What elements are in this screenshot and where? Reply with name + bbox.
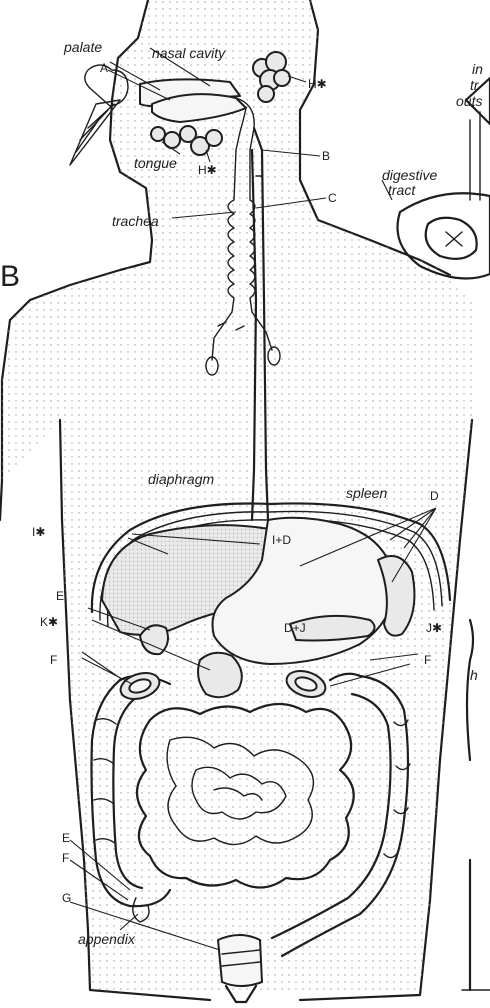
palate-label: palate xyxy=(63,39,102,55)
letter-a-label: A xyxy=(100,61,108,75)
letter-e-lower-label: E xyxy=(62,831,70,845)
letter-c-label: C xyxy=(328,191,337,205)
letter-g-label: G xyxy=(62,891,71,905)
partial-label-outs: outs xyxy=(456,93,482,109)
letter-k-label: K✱ xyxy=(40,615,58,629)
trachea-label: trachea xyxy=(112,213,159,229)
diaphragm-label: diaphragm xyxy=(148,471,214,487)
letter-id-label: I+D xyxy=(272,533,291,547)
letter-e-upper-label: E xyxy=(56,589,64,603)
letter-h-nose-label: H✱ xyxy=(308,77,327,91)
digestive-tract-label-2: tract xyxy=(388,182,416,198)
spleen-label: spleen xyxy=(346,485,387,501)
letter-d-label: D xyxy=(430,489,439,503)
nasal-cavity-label: nasal cavity xyxy=(152,45,226,61)
digestive-tract-label: digestive xyxy=(382,167,437,183)
letter-f-right-label: F xyxy=(424,653,431,667)
letter-h-mouth-label: H✱ xyxy=(198,163,217,177)
letter-dj-label: D+J xyxy=(284,621,306,635)
letter-j-label: J✱ xyxy=(426,621,442,635)
partial-label-in: in xyxy=(472,61,483,77)
letter-b-label: B xyxy=(322,149,330,163)
letter-f-left-label: F xyxy=(50,653,57,667)
partial-label-tr: tr xyxy=(470,77,480,93)
partial-label-h: h xyxy=(470,667,478,683)
letter-i-label: I✱ xyxy=(32,525,45,539)
duodenum-shape xyxy=(198,653,242,697)
section-mark-label: B xyxy=(0,260,20,293)
letter-f-lower-label: F xyxy=(62,851,69,865)
appendix-label: appendix xyxy=(78,931,136,947)
tongue-label: tongue xyxy=(134,155,177,171)
